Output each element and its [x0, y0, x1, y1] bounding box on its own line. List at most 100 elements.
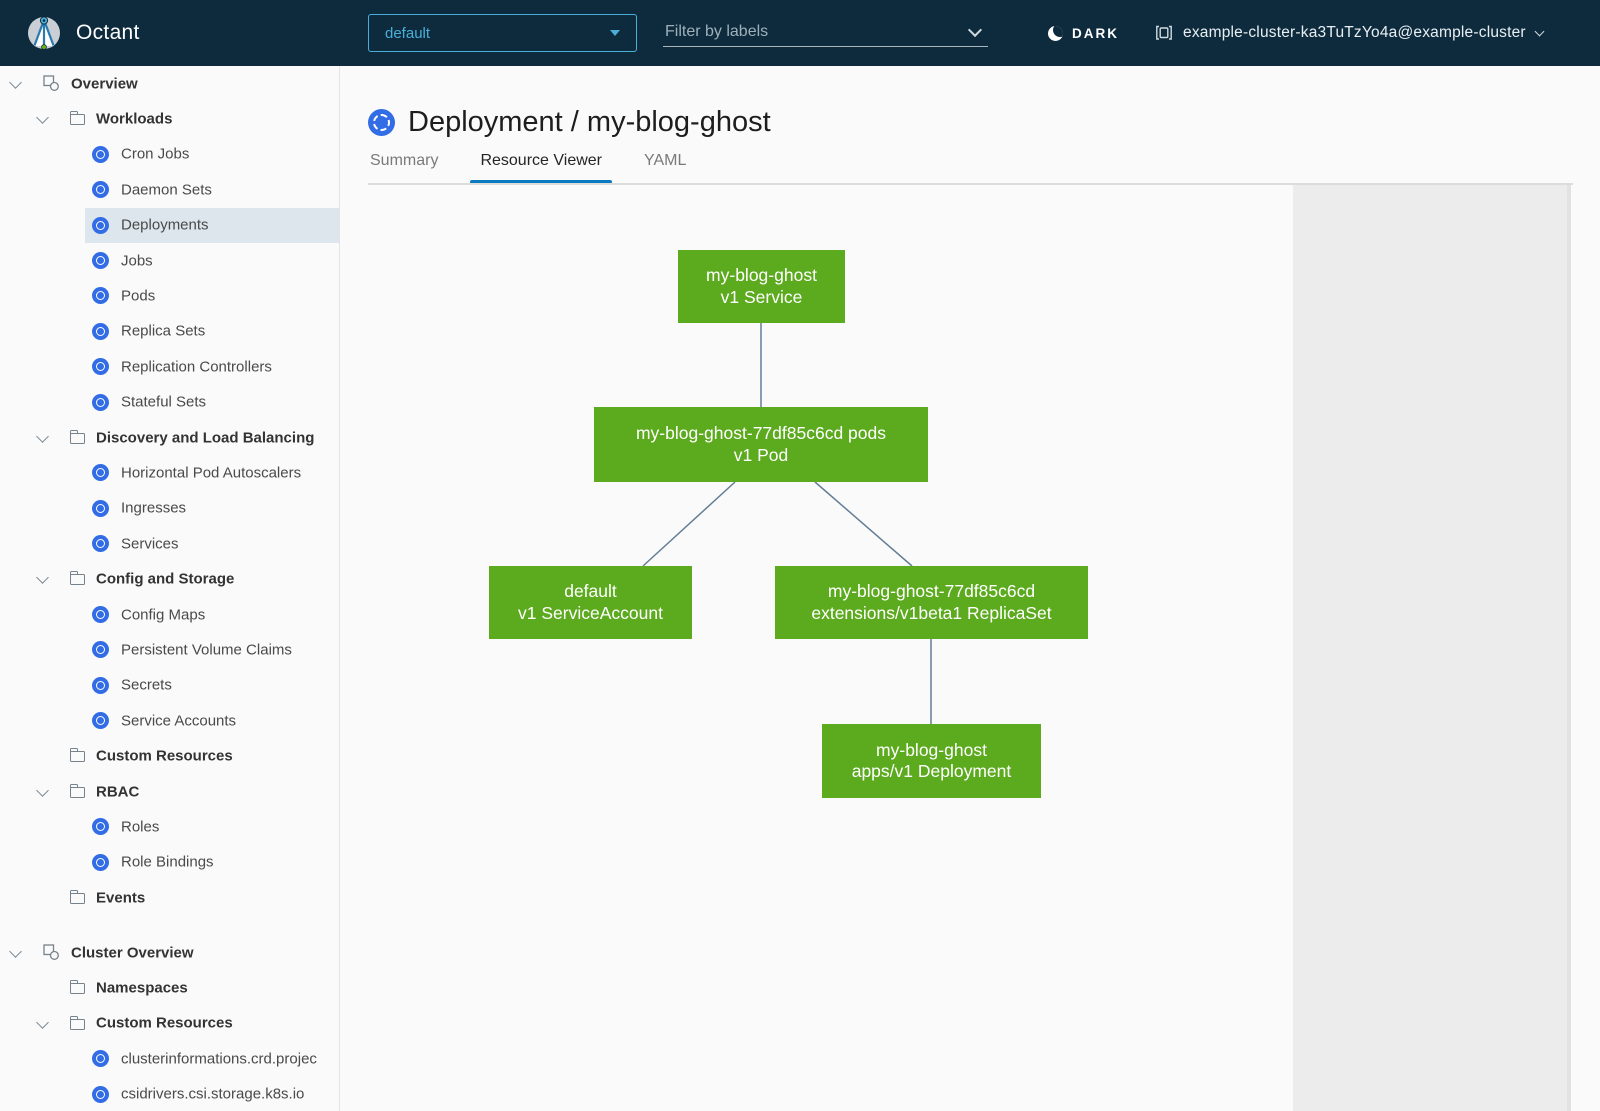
edge-pods-serviceaccount — [642, 481, 736, 567]
node-kind: extensions/v1beta1 ReplicaSet — [811, 602, 1052, 623]
sidebar-item-label: Pods — [121, 287, 156, 305]
k8s-resource-icon — [92, 1050, 109, 1068]
sidebar-item-label: Jobs — [121, 252, 153, 270]
sidebar-item-role-bindings[interactable]: Role Bindings — [0, 845, 339, 880]
applications-icon — [42, 943, 60, 961]
k8s-resource-icon — [92, 818, 109, 836]
filter-by-labels-input[interactable]: Filter by labels — [663, 17, 988, 47]
node-kind: v1 Service — [720, 286, 803, 307]
sidebar-item-config-and-storage[interactable]: Config and Storage — [0, 561, 339, 596]
sidebar-item-replication-controllers[interactable]: Replication Controllers — [0, 349, 339, 384]
chevron-down-icon[interactable] — [36, 571, 49, 585]
dark-theme-toggle[interactable]: DARK — [1048, 0, 1119, 66]
sidebar-item-custom-resources[interactable]: Custom Resources — [0, 1006, 339, 1041]
k8s-resource-icon — [92, 712, 109, 730]
sidebar-item-horizontal-pod-autoscalers[interactable]: Horizontal Pod Autoscalers — [0, 455, 339, 490]
k8s-resource-icon — [92, 393, 109, 411]
chevron-down-icon — [1534, 26, 1545, 36]
sidebar-item-csidrivers-csi-storage-k8s-io[interactable]: csidrivers.csi.storage.k8s.io — [0, 1077, 339, 1111]
sidebar-item-cluster-overview[interactable]: Cluster Overview — [0, 935, 339, 970]
chevron-down-icon — [967, 22, 983, 37]
k8s-resource-icon — [92, 145, 109, 163]
sidebar-item-workloads[interactable]: Workloads — [0, 101, 339, 136]
sidebar-item-replica-sets[interactable]: Replica Sets — [0, 314, 339, 349]
page-title-row: Deployment / my-blog-ghost — [368, 100, 771, 144]
detail-side-panel — [1293, 185, 1571, 1111]
cluster-icon — [1155, 25, 1173, 41]
namespace-dropdown-value: default — [385, 24, 431, 42]
sidebar-item-label: Ingresses — [121, 499, 187, 517]
k8s-resource-icon — [92, 641, 109, 659]
folder-icon — [69, 429, 85, 444]
sidebar-item-label: Events — [96, 889, 146, 907]
node-kind: v1 ServiceAccount — [518, 602, 663, 623]
moon-icon — [1048, 25, 1063, 41]
sidebar-item-stateful-sets[interactable]: Stateful Sets — [0, 385, 339, 420]
sidebar-item-discovery-and-load-balancing[interactable]: Discovery and Load Balancing — [0, 420, 339, 455]
k8s-resource-icon — [92, 464, 109, 482]
folder-icon — [69, 748, 85, 763]
sidebar-item-persistent-volume-claims[interactable]: Persistent Volume Claims — [0, 632, 339, 667]
chevron-down-icon[interactable] — [9, 76, 22, 89]
node-kind: apps/v1 Deployment — [851, 761, 1012, 781]
sidebar-item-events[interactable]: Events — [0, 880, 339, 915]
sidebar-item-services[interactable]: Services — [0, 526, 339, 561]
k8s-resource-icon — [92, 251, 109, 269]
chevron-down-icon[interactable] — [9, 945, 22, 958]
sidebar-item-namespaces[interactable]: Namespaces — [0, 970, 339, 1005]
sidebar-item-custom-resources[interactable]: Custom Resources — [0, 738, 339, 773]
sidebar-item-label: Config and Storage — [96, 570, 235, 588]
tab-yaml[interactable]: YAML — [644, 152, 687, 169]
page-title: Deployment / my-blog-ghost — [408, 105, 771, 138]
namespace-dropdown[interactable]: default — [368, 14, 637, 52]
sidebar-item-roles[interactable]: Roles — [0, 809, 339, 844]
sidebar-item-pods[interactable]: Pods — [0, 278, 339, 313]
k8s-resource-icon — [92, 358, 109, 376]
sidebar-item-label: Deployments — [121, 216, 209, 234]
sidebar-item-clusterinformations-crd-projec[interactable]: clusterinformations.crd.projec — [0, 1041, 339, 1076]
chevron-down-icon[interactable] — [36, 430, 49, 443]
sidebar-item-deployments[interactable]: Deployments — [0, 207, 339, 244]
sidebar-item-service-accounts[interactable]: Service Accounts — [0, 703, 339, 738]
chevron-down-icon[interactable] — [36, 1015, 49, 1029]
sidebar-item-label: Persistent Volume Claims — [121, 641, 292, 659]
sidebar-item-cron-jobs[interactable]: Cron Jobs — [0, 137, 339, 172]
tab-resource-viewer[interactable]: Resource Viewer — [470, 152, 612, 184]
sidebar-item-config-maps[interactable]: Config Maps — [0, 597, 339, 632]
sidebar-item-jobs[interactable]: Jobs — [0, 243, 339, 278]
sidebar-item-ingresses[interactable]: Ingresses — [0, 491, 339, 526]
folder-icon — [69, 571, 85, 586]
node-kind: v1 Pod — [733, 444, 789, 465]
sidebar-item-label: Custom Resources — [96, 1014, 233, 1032]
chevron-down-icon[interactable] — [36, 111, 49, 125]
sidebar-item-daemon-sets[interactable]: Daemon Sets — [0, 172, 339, 207]
chevron-down-icon[interactable] — [36, 783, 49, 797]
sidebar-item-secrets[interactable]: Secrets — [0, 668, 339, 703]
sidebar-item-label: Role Bindings — [121, 853, 214, 871]
cluster-context-selector[interactable]: example-cluster-ka3TuTzYo4a@example-clus… — [1155, 0, 1545, 66]
sidebar-item-label: csidrivers.csi.storage.k8s.io — [121, 1085, 305, 1103]
filter-input-placeholder: Filter by labels — [665, 22, 769, 40]
sidebar-item-label: Services — [121, 535, 179, 553]
sidebar-item-rbac[interactable]: RBAC — [0, 774, 339, 809]
k8s-resource-icon — [92, 853, 109, 871]
k8s-resource-icon — [92, 605, 109, 623]
k8s-resource-icon — [92, 676, 109, 694]
dark-theme-label: DARK — [1072, 25, 1119, 41]
edge-pods-replicaset — [814, 481, 913, 567]
tab-summary[interactable]: Summary — [370, 152, 439, 169]
sidebar-item-label: Stateful Sets — [121, 393, 207, 411]
sidebar-item-label: Discovery and Load Balancing — [96, 429, 315, 447]
home-link[interactable]: Octant — [24, 0, 140, 66]
node-name: my-blog-ghost-77df85c6cd pods — [635, 423, 886, 443]
tab-divider — [368, 183, 1573, 185]
applications-icon — [42, 74, 60, 92]
sidebar-item-overview[interactable]: Overview — [0, 66, 339, 101]
sidebar-item-label: Workloads — [96, 110, 173, 128]
